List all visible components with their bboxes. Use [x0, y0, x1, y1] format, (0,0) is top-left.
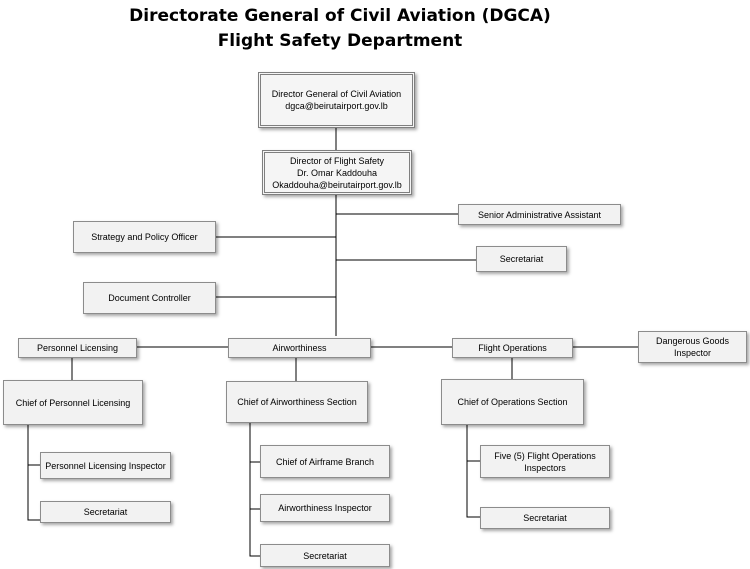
secretariat-aw-label: Secretariat	[303, 550, 347, 561]
flight-operations-label: Flight Operations	[478, 343, 547, 353]
strategy-policy-officer-label: Strategy and Policy Officer	[91, 232, 198, 242]
director-flight-safety-name: Dr. Omar Kaddouha	[296, 167, 378, 178]
chief-operations-section-label: Chief of Operations Section	[457, 397, 568, 407]
chief-operations-section-box: Chief of Operations Section	[441, 379, 584, 425]
chief-airframe-branch-label: Chief of Airframe Branch	[275, 456, 375, 467]
personnel-licensing-inspector-box: Personnel Licensing Inspector	[40, 452, 171, 479]
senior-admin-assistant-box: Senior Administrative Assistant	[458, 204, 621, 225]
director-general-title: Director General of Civil Aviation	[271, 89, 402, 99]
flight-ops-inspectors-box: Five (5) Flight Operations Inspectors	[480, 445, 610, 478]
secretariat-top-box: Secretariat	[476, 246, 567, 272]
airworthiness-box: Airworthiness	[228, 338, 371, 358]
secretariat-fo-box: Secretariat	[480, 507, 610, 529]
flight-operations-box: Flight Operations	[452, 338, 573, 358]
chief-personnel-licensing-label: Chief of Personnel Licensing	[15, 397, 131, 408]
chief-airworthiness-section-label: Chief of Airworthiness Section	[237, 397, 357, 407]
dangerous-goods-inspector-box: Dangerous Goods Inspector	[638, 331, 747, 363]
chief-airframe-branch-box: Chief of Airframe Branch	[260, 445, 390, 478]
document-controller-box: Document Controller	[83, 282, 216, 314]
secretariat-aw-box: Secretariat	[260, 544, 390, 567]
strategy-policy-officer-box: Strategy and Policy Officer	[73, 221, 216, 253]
document-controller-label: Document Controller	[108, 293, 191, 303]
flight-ops-inspectors-line1: Five (5) Flight Operations	[494, 450, 596, 461]
personnel-licensing-box: Personnel Licensing	[18, 338, 137, 358]
flight-ops-inspectors-line2: Inspectors	[524, 462, 566, 473]
dangerous-goods-inspector-line1: Dangerous Goods	[655, 336, 730, 346]
secretariat-pl-label: Secretariat	[83, 507, 128, 517]
secretariat-top-label: Secretariat	[499, 254, 544, 264]
director-general-email: dgca@beirutairport.gov.lb	[285, 101, 388, 111]
chief-airworthiness-section-box: Chief of Airworthiness Section	[226, 381, 368, 423]
secretariat-fo-label: Secretariat	[523, 513, 567, 523]
director-flight-safety-box: Director of Flight Safety Dr. Omar Kaddo…	[262, 150, 412, 195]
personnel-licensing-inspector-label: Personnel Licensing Inspector	[45, 460, 166, 471]
director-flight-safety-email: Okaddouha@beirutairport.gov.lb	[272, 179, 402, 190]
airworthiness-label: Airworthiness	[272, 343, 327, 353]
secretariat-pl-box: Secretariat	[40, 501, 171, 523]
dangerous-goods-inspector-line2: Inspector	[673, 348, 712, 358]
director-flight-safety-title: Director of Flight Safety	[289, 155, 385, 166]
chief-personnel-licensing-box: Chief of Personnel Licensing	[3, 380, 143, 425]
personnel-licensing-label: Personnel Licensing	[36, 343, 119, 353]
senior-admin-assistant-label: Senior Administrative Assistant	[477, 209, 602, 220]
director-general-box: Director General of Civil Aviation dgca@…	[258, 72, 415, 128]
airworthiness-inspector-box: Airworthiness Inspector	[260, 494, 390, 522]
chart-title-line-1: Directorate General of Civil Aviation (D…	[129, 6, 551, 26]
airworthiness-inspector-label: Airworthiness Inspector	[278, 503, 372, 513]
chart-title-line-2: Flight Safety Department	[217, 31, 463, 51]
